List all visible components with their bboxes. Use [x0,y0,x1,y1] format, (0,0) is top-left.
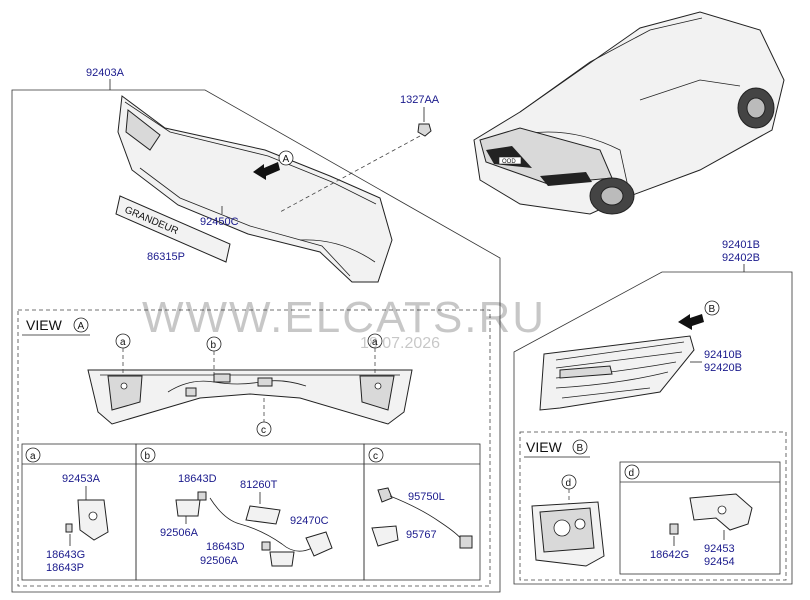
label-92453A[interactable]: 92453A [62,473,101,485]
marker-A-circle[interactable] [278,150,294,166]
view-b-marker: B [577,443,584,454]
detail-c-marker: c [373,451,378,462]
view-a-marker-circle [73,317,89,333]
label-92420B[interactable]: 92420B [704,362,742,374]
label-92403A[interactable]: 92403A [86,67,125,79]
marker-b: b [211,340,217,351]
label-18643D-2[interactable]: 18643D [206,541,245,553]
rear-lamp-frame [513,271,793,585]
label-95767[interactable]: 95767 [406,529,437,541]
tail-lamp-assembly[interactable] [539,335,695,411]
view-a-label: VIEW [26,317,63,333]
detail-b-marker-circle [140,447,156,463]
marker-a-left: a [120,337,126,348]
marker-d: d [566,478,572,489]
car-rear-illustration: OOD [473,11,785,215]
label-92453[interactable]: 92453 [704,543,735,555]
view-b-frame [519,431,787,581]
label-92506A-1[interactable]: 92506A [160,527,199,539]
label-92402B[interactable]: 92402B [722,252,760,264]
watermark-date: 18.07.2026 [360,335,440,352]
lamp-hole [88,511,98,521]
view-b-marker-circle [572,439,588,455]
marker-c: c [261,425,266,436]
wiring-harness[interactable] [209,497,313,552]
view-a-frame [17,309,491,587]
bulb-18643G[interactable] [65,523,73,533]
watermark-site: WWW.ELCATS.RU [142,293,546,342]
label-1327AA[interactable]: 1327AA [400,94,440,106]
label-18642G[interactable]: 18642G [650,549,689,561]
marker-B: B [709,304,716,315]
detail-b-marker: b [145,451,151,462]
trunk-badge: OOD [502,159,516,165]
label-18643D-1[interactable]: 18643D [178,473,217,485]
label-92401B[interactable]: 92401B [722,239,760,251]
lamp-92506A-1[interactable] [175,499,201,517]
detail-c-marker-circle [368,447,384,463]
bulb-18643D-1[interactable] [197,491,207,501]
label-92410B[interactable]: 92410B [704,349,742,361]
bracket-hole [717,505,727,515]
label-18643G[interactable]: 18643G [46,549,85,561]
label-18643P[interactable]: 18643P [46,562,84,574]
bulb-18643D-2[interactable] [261,541,271,551]
bulb-18642G[interactable] [669,523,679,535]
main-frame [11,89,501,593]
detail-a-marker-circle [25,447,41,463]
trunk-switch-81260T[interactable] [245,505,281,525]
garnish-rear-view[interactable] [87,369,413,425]
trunk-garnish-panel[interactable] [117,95,393,283]
label-92506A-2[interactable]: 92506A [200,555,239,567]
nut-dash-leader [279,135,421,213]
nut-icon[interactable] [417,123,432,137]
label-92450C[interactable]: 92450C [200,216,239,228]
marker-B-circle[interactable] [704,300,720,316]
arrow-A [253,162,280,180]
detail-d-box [619,461,781,575]
detail-d-marker: d [629,468,635,479]
arrow-B [678,314,704,330]
marker-a-right: a [372,337,378,348]
label-81260T[interactable]: 81260T [240,479,278,491]
view-b-label: VIEW [526,439,563,455]
lamp-92506A-2[interactable] [269,551,295,567]
sensor-95750L[interactable] [377,487,393,503]
tail-lamp-back-view[interactable] [531,501,605,567]
sensor-connector[interactable] [459,535,473,549]
detail-d-marker-circle [624,464,640,480]
view-a-marker: A [78,321,85,332]
sensor-cable [389,495,463,541]
detail-c-box [363,443,481,581]
label-95750L[interactable]: 95750L [408,491,445,503]
bracket-95767[interactable] [371,525,399,547]
label-86315P[interactable]: 86315P [147,251,185,263]
label-92454[interactable]: 92454 [704,556,735,568]
label-92470C[interactable]: 92470C [290,515,329,527]
detail-a-marker: a [30,451,36,462]
marker-A: A [283,154,290,165]
connector-92470C[interactable] [305,531,333,557]
